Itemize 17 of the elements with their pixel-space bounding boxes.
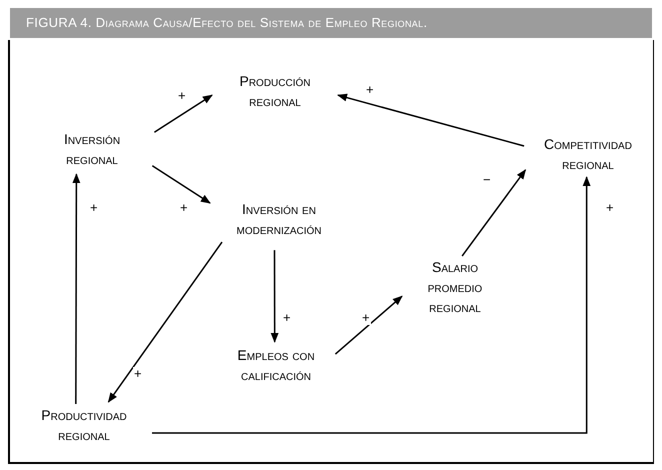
node-label: Producción regional bbox=[238, 72, 312, 111]
node-label: Inversión en modernización bbox=[236, 200, 322, 239]
node-label: Salario promedio regional bbox=[426, 258, 484, 317]
arrow bbox=[152, 176, 591, 434]
arrow bbox=[337, 94, 524, 147]
arrow bbox=[108, 242, 223, 403]
arrow bbox=[152, 165, 211, 204]
arrow bbox=[72, 173, 80, 404]
node-label: Inversión regional bbox=[62, 130, 122, 169]
title: FIGURA 4. Diagrama Causa/Efecto del Sistema de Empleo Regional. bbox=[26, 14, 428, 32]
arrow bbox=[270, 250, 279, 343]
node-label: Competitividad regional bbox=[543, 135, 633, 174]
arrow bbox=[334, 296, 403, 355]
arrow bbox=[154, 94, 213, 133]
arrow bbox=[462, 169, 526, 256]
node-label: Empleos con calificación bbox=[236, 346, 316, 385]
node-label: Productividad regional bbox=[40, 406, 128, 445]
